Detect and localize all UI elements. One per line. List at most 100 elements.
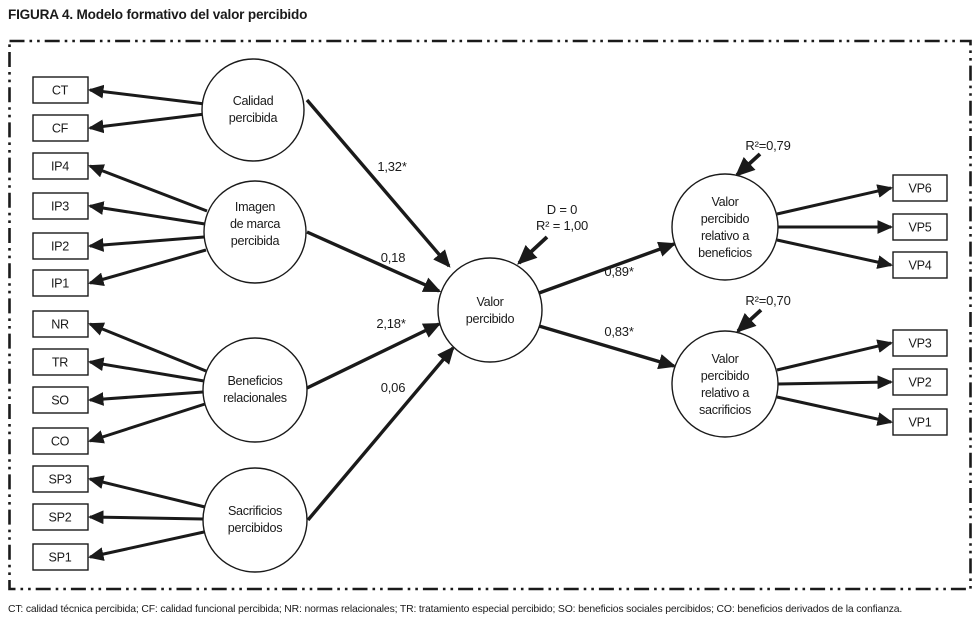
figure-title: FIGURA 4. Modelo formativo del valor per… [8, 7, 307, 22]
construct-label-imagen-line3: percibida [231, 234, 280, 248]
indicator-box-tr [32, 348, 89, 376]
construct-label-beneficios-line2: relacionales [223, 391, 287, 405]
indicator-box-so [32, 386, 89, 414]
indicator-label-vp1: VP1 [909, 416, 932, 430]
construct-circle-valor [437, 257, 543, 363]
construct-circle-imagen [203, 180, 307, 284]
indicator-label-sp3: SP3 [49, 473, 72, 487]
indicator-boxes-right [892, 174, 948, 436]
indicator-label-ip3: IP3 [51, 200, 69, 214]
coef-beneficios-to-valor: 2,18* [376, 316, 406, 331]
indicator-boxes-left [32, 76, 89, 571]
coef-calidad-to-valor: 1,32* [377, 159, 407, 174]
indicator-box-ip2 [32, 232, 89, 260]
construct-label-imagen-line1: Imagen [235, 200, 276, 214]
indicator-label-ip2: IP2 [51, 240, 69, 254]
construct-label-sacrificios-line1: Sacrificios [228, 504, 282, 518]
indicator-label-ip4: IP4 [51, 160, 69, 174]
indicator-box-vp4 [892, 251, 948, 279]
construct-circle-valor-rel-sacrificios [671, 330, 779, 438]
arrow-beneficios-to-valor [306, 322, 442, 390]
indicator-label-vp3: VP3 [909, 337, 932, 351]
indicator-box-vp3 [892, 329, 948, 357]
construct-label-valor-rel-beneficios-line2: percibido [701, 212, 750, 226]
indicator-box-ip3 [32, 192, 89, 220]
coef-imagen-to-valor: 0,18 [381, 250, 406, 265]
indicator-label-vp2: VP2 [909, 376, 932, 390]
annotation-arrows [517, 152, 763, 333]
arrow-calidad-to-cf [87, 112, 206, 134]
arrow-calidad-to-valor [305, 98, 451, 268]
indicator-box-sp2 [32, 503, 89, 531]
arrow-imagen-to-ip4 [88, 164, 208, 213]
arrow-calidad-to-ct [87, 84, 206, 106]
arrow-annotation-r2-sacrificios [736, 308, 763, 333]
indicator-label-vp6: VP6 [909, 182, 932, 196]
arrow-sacrificios-to-sp3 [87, 475, 206, 509]
construct-label-calidad-line1: Calidad [233, 94, 274, 108]
indicator-label-cf: CF [52, 122, 69, 136]
construct-label-calidad-line2: percibida [229, 111, 278, 125]
construct-label-beneficios-line1: Beneficios [227, 374, 282, 388]
arrow-imagen-to-ip2 [87, 235, 205, 252]
indicator-box-vp6 [892, 174, 948, 202]
indicator-box-vp1 [892, 408, 948, 436]
construct-circle-calidad [201, 58, 305, 162]
indicator-label-ip1: IP1 [51, 277, 69, 291]
indicator-box-cf [32, 114, 89, 142]
indicator-label-nr: NR [51, 318, 69, 332]
indicator-label-vp5: VP5 [909, 221, 932, 235]
construct-circle-beneficios [202, 337, 308, 443]
arrow-relbeneficios-to-vp4 [776, 238, 894, 269]
indicator-label-sp1: SP1 [49, 551, 72, 565]
construct-label-valor-line2: percibido [466, 312, 515, 326]
construct-circles [201, 58, 779, 573]
model-boundary-dashed-border [8, 39, 972, 591]
arrow-relsacrificios-to-vp2 [777, 375, 894, 390]
construct-label-valor-rel-beneficios-line1: Valor [712, 195, 739, 209]
coef-valor-to-rel-beneficios: 0,89* [604, 264, 634, 279]
construct-label-valor-line1: Valor [477, 295, 504, 309]
indicator-label-co: CO [51, 435, 70, 449]
coefficient-labels: 1,32* 0,18 2,18* 0,06 0,89* 0,83* [376, 159, 634, 395]
arrow-beneficios-to-nr [88, 322, 207, 373]
figure-footnote: CT: calidad técnica percibida; CF: calid… [8, 604, 902, 615]
structural-arrows [305, 98, 677, 522]
construct-circle-valor-rel-beneficios [671, 173, 779, 281]
construct-label-valor-rel-sacrificios-line3: relativo a [701, 386, 749, 400]
arrow-relbeneficios-to-vp6 [776, 184, 894, 216]
arrow-valor-to-relbeneficios [538, 241, 677, 295]
arrow-imagen-to-valor [306, 230, 442, 293]
indicator-box-sp3 [32, 465, 89, 493]
indicator-box-ip1 [32, 269, 89, 297]
construct-label-valor-rel-sacrificios-line2: percibido [701, 369, 750, 383]
coef-sacrificios-to-valor: 0,06 [381, 380, 406, 395]
arrow-relsacrificios-to-vp1 [776, 395, 894, 426]
arrow-beneficios-to-tr [87, 357, 205, 383]
annotation-r2-beneficios: R²=0,79 [745, 138, 790, 153]
annotation-valor-disturbance: D = 0 [547, 202, 577, 217]
construct-labels: Calidad percibida Imagen de marca percib… [223, 94, 752, 535]
arrow-beneficios-to-co [88, 402, 206, 444]
annotation-r2-sacrificios: R²=0,70 [745, 293, 790, 308]
construct-label-valor-rel-sacrificios-line1: Valor [712, 352, 739, 366]
indicator-label-ct: CT [52, 84, 69, 98]
arrow-relsacrificios-to-vp3 [776, 339, 894, 372]
construct-label-valor-rel-beneficios-line3: relativo a [701, 229, 749, 243]
measurement-arrows-right [776, 184, 894, 426]
indicator-box-vp5 [892, 213, 948, 241]
arrow-sacrificios-to-sp1 [87, 530, 205, 561]
indicator-label-sp2: SP2 [49, 511, 72, 525]
indicator-box-ct [32, 76, 89, 104]
arrow-valor-to-relsacrificios [538, 324, 677, 370]
annotation-valor-r2: R² = 1,00 [536, 218, 588, 233]
construct-label-imagen-line2: de marca [230, 217, 280, 231]
arrow-imagen-to-ip3 [87, 201, 206, 226]
arrow-annotation-valor [517, 235, 549, 265]
indicator-labels: CT CF IP4 IP3 IP2 IP1 NR TR SO CO SP3 SP… [49, 84, 932, 565]
coef-valor-to-rel-sacrificios: 0,83* [604, 324, 634, 339]
indicator-box-nr [32, 310, 89, 338]
indicator-box-ip4 [32, 152, 89, 180]
